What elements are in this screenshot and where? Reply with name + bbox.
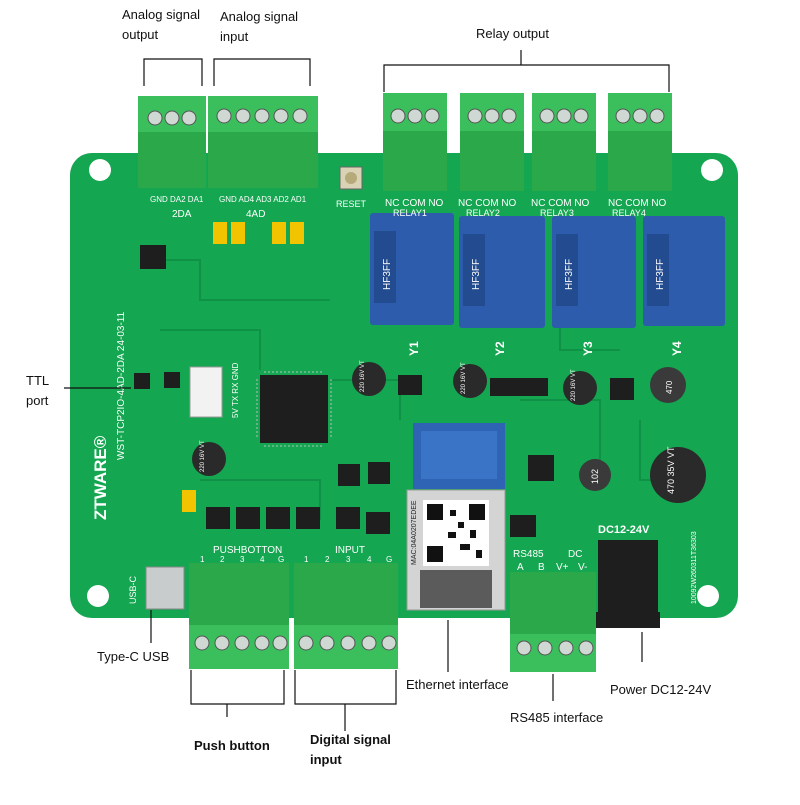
digital-input-callout: Digital signal input — [310, 732, 391, 767]
relay-id-y1: Y1 — [407, 341, 421, 356]
relays — [370, 213, 725, 328]
ttl-pin-label: 5V TX RX GND — [231, 362, 240, 418]
mcu-pins — [256, 371, 332, 447]
relay-1-model: HF3FF — [382, 259, 393, 290]
relay-output-callout: Relay output — [476, 26, 549, 41]
usb-label: USB-C — [128, 575, 138, 604]
type-c-usb-callout: Type-C USB — [97, 649, 170, 664]
da-pin-label: GND DA2 DA1 — [150, 195, 204, 204]
input-number: 3 — [346, 555, 351, 564]
brand-label: ZTWARE® — [91, 435, 110, 520]
model-label: WST-TCP2IO-4AD-2DA 24-03-11 — [116, 311, 127, 460]
ethernet-callout: Ethernet interface — [406, 677, 509, 692]
cap-1-label: 220 16V VT — [360, 360, 366, 392]
analog-input-terminal — [208, 96, 318, 188]
mounting-hole — [697, 585, 719, 607]
relay-3-model: HF3FF — [564, 259, 575, 290]
rs485-pin-vminus: V- — [578, 562, 587, 573]
push-button-callout: Push button — [194, 738, 270, 753]
rs485-pin-b: B — [538, 562, 545, 573]
relay-id-y3: Y3 — [581, 341, 595, 356]
relay-id-y4: Y4 — [670, 341, 684, 356]
ad-pin-label: GND AD4 AD3 AD2 AD1 — [219, 195, 307, 204]
cap-big-label: 470 35V VT — [666, 446, 676, 494]
da-section-label: 2DA — [172, 209, 192, 220]
relay-4-model: HF3FF — [655, 259, 666, 290]
jumpers — [182, 222, 304, 512]
input-label: INPUT — [335, 545, 365, 556]
reset-label: RESET — [336, 199, 367, 209]
relay-1-pins: NC COM NO — [385, 198, 444, 209]
rs485-pin-vplus: V+ — [556, 562, 569, 573]
cap-4-label: 220 16V VT — [200, 440, 206, 472]
input-number: G — [386, 555, 392, 564]
pushbutton-label: PUSHBOTTON — [213, 545, 282, 556]
relay-2-model: HF3FF — [471, 259, 482, 290]
usb-c-port — [145, 566, 185, 610]
pushbutton-numbers: 1 2 3 4 G — [200, 555, 284, 564]
mac-label: MAC:04A0207EDEE — [411, 500, 418, 565]
analog-input-callout: Analog signal input — [220, 9, 299, 44]
pushbutton-number: 2 — [220, 555, 225, 564]
ttl-port-callout: TTL port — [26, 373, 49, 408]
pushbutton-number: 3 — [240, 555, 245, 564]
rs485-terminal — [510, 572, 596, 672]
input-number: 2 — [325, 555, 330, 564]
relay-terminal-screws — [390, 108, 665, 124]
relay-terminals — [383, 93, 672, 191]
input-number: 4 — [367, 555, 372, 564]
mcu-chip — [260, 375, 328, 443]
capacitors — [192, 362, 706, 503]
rs485-callout: RS485 interface — [510, 710, 604, 725]
inductor-470-label: 470 — [665, 380, 674, 394]
relay-4-pins: NC COM NO — [608, 198, 667, 209]
pushbutton-number: G — [278, 555, 284, 564]
relay-2-pins: NC COM NO — [458, 198, 517, 209]
bottom-terminal-screws — [194, 635, 594, 656]
reset-button-cap — [345, 172, 357, 184]
pushbutton-number: 4 — [260, 555, 265, 564]
side-code: 10092W260311T36303 — [691, 531, 698, 604]
relay-3-name: RELAY3 — [540, 208, 574, 218]
mounting-hole — [89, 159, 111, 181]
analog-output-terminal — [138, 96, 206, 188]
relay-2-name: RELAY2 — [466, 208, 500, 218]
relay-1-name: RELAY1 — [393, 208, 427, 218]
rs485-label: RS485 — [513, 549, 544, 560]
input-terminal — [294, 563, 398, 669]
pushbutton-number: 1 — [200, 555, 205, 564]
pushbutton-terminal — [189, 563, 289, 669]
inductor-102-label: 102 — [590, 469, 600, 484]
ad-section-label: 4AD — [246, 209, 265, 220]
rj45-socket — [420, 570, 492, 608]
power-label: DC12-24V — [598, 524, 650, 536]
cap-2-label: 220 16V VT — [461, 362, 467, 394]
ttl-connector — [189, 366, 223, 418]
ic-chips — [134, 245, 634, 537]
input-number: 1 — [304, 555, 309, 564]
power-callout: Power DC12-24V — [610, 682, 712, 697]
relay-3-pins: NC COM NO — [531, 198, 590, 209]
relay-4-name: RELAY4 — [612, 208, 646, 218]
mounting-hole — [87, 585, 109, 607]
power-jack — [598, 540, 658, 616]
cap-3-label: 220 16V VT — [571, 369, 577, 401]
relay-id-y2: Y2 — [493, 341, 507, 356]
analog-output-callout: Analog signal output — [122, 7, 201, 42]
input-numbers: 1 2 3 4 G — [304, 555, 392, 564]
mounting-hole — [701, 159, 723, 181]
dc-label: DC — [568, 549, 582, 560]
rs485-pin-a: A — [517, 562, 524, 573]
qr-code-modules — [427, 504, 485, 562]
callout-leaders — [64, 50, 670, 731]
